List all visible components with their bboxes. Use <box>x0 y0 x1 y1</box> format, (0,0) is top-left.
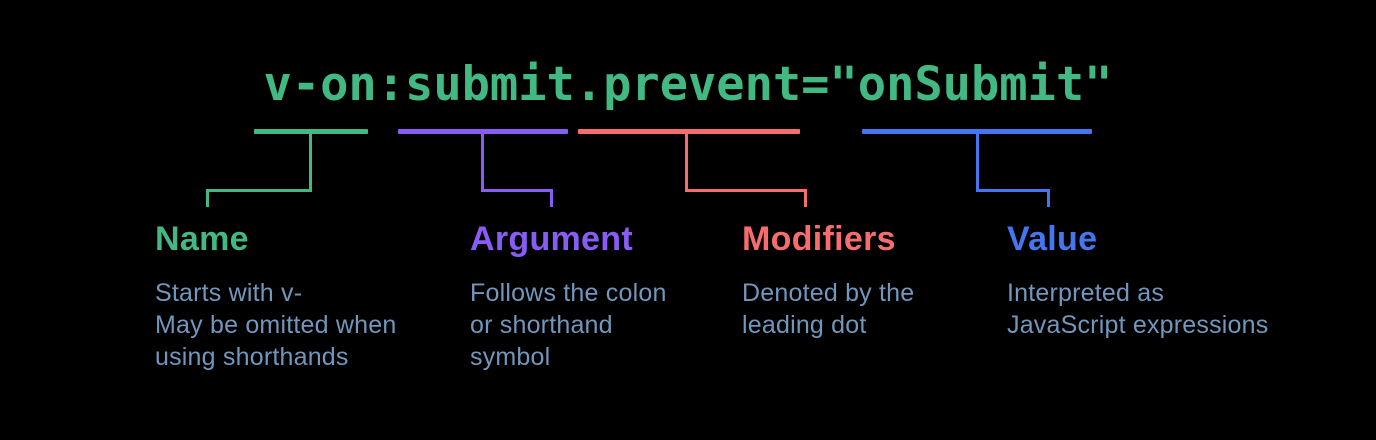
value-heading: Value <box>1007 220 1098 258</box>
argument-description-line: symbol <box>470 343 551 371</box>
value-connector-stem <box>976 134 979 189</box>
argument-description: Follows the colon or shorthand symbol <box>470 277 667 373</box>
modifiers-underline <box>578 129 800 134</box>
argument-description-line: or shorthand <box>470 311 613 339</box>
name-connector-stem <box>309 134 312 189</box>
argument-description-line: Follows the colon <box>470 279 667 307</box>
value-description-line: Interpreted as <box>1007 279 1165 307</box>
value-description: Interpreted as JavaScript expressions <box>1007 277 1268 341</box>
modifiers-connector-elbow <box>685 189 807 192</box>
argument-heading: Argument <box>470 220 633 258</box>
value-connector-elbow <box>976 189 1050 192</box>
name-description-line: Starts with v- <box>155 279 303 307</box>
name-underline <box>254 129 368 134</box>
modifiers-description-line: Denoted by the <box>742 279 915 307</box>
modifiers-connector-drop <box>804 189 807 207</box>
name-description: Starts with v- May be omitted when using… <box>155 277 396 373</box>
value-underline <box>862 129 1092 134</box>
name-connector-drop <box>206 189 209 207</box>
value-connector-drop <box>1047 189 1050 207</box>
modifiers-connector-stem <box>685 134 688 189</box>
name-description-line: May be omitted when <box>155 311 397 339</box>
modifiers-heading: Modifiers <box>742 220 896 258</box>
argument-connector-elbow <box>481 189 553 192</box>
name-description-line: using shorthands <box>155 343 349 371</box>
modifiers-description-line: leading dot <box>742 311 867 339</box>
argument-connector-stem <box>481 134 484 189</box>
modifiers-description: Denoted by the leading dot <box>742 277 914 341</box>
argument-connector-drop <box>550 189 553 207</box>
argument-underline <box>398 129 568 134</box>
value-description-line: JavaScript expressions <box>1007 311 1269 339</box>
name-connector-elbow <box>206 189 312 192</box>
name-heading: Name <box>155 220 249 258</box>
directive-code: v-on:submit.prevent="onSubmit" <box>263 57 1113 112</box>
